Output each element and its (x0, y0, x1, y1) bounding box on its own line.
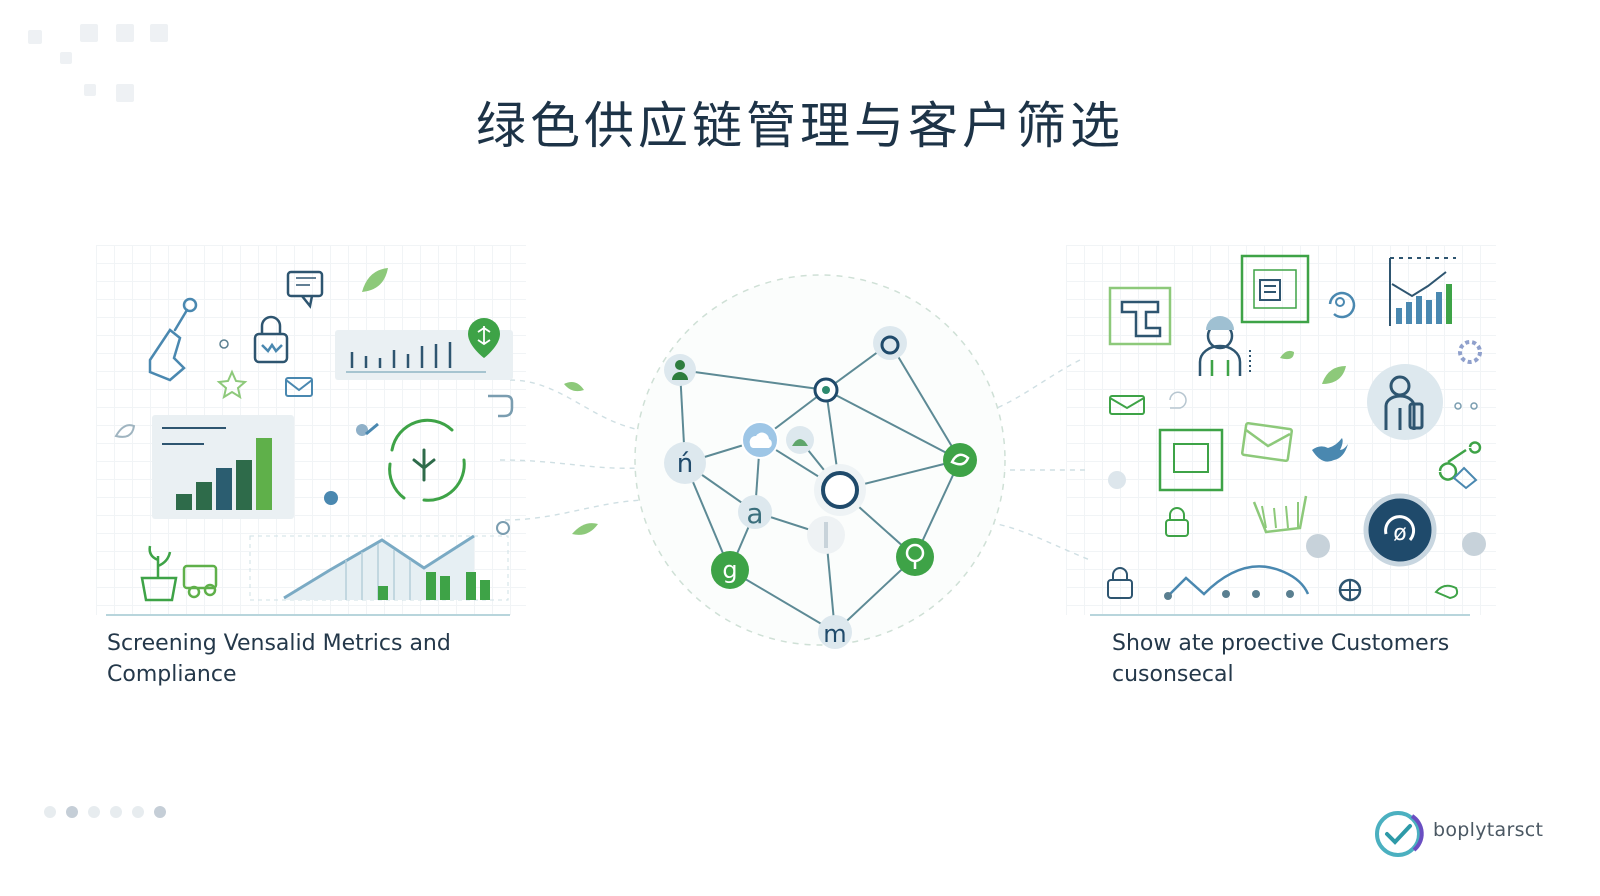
network-node (738, 495, 772, 529)
refresh-icon (1328, 291, 1356, 319)
pagination-dot[interactable] (44, 806, 56, 818)
leaf-icon (1322, 366, 1346, 384)
brand-check-icon (1375, 811, 1421, 857)
node-glyph: g (722, 556, 737, 584)
person-icon (675, 360, 685, 370)
chat-icon (286, 270, 324, 309)
corner-decoration (28, 24, 178, 114)
pagination-dot[interactable] (154, 806, 166, 818)
mail-icon (1241, 421, 1293, 463)
node-glyph: a (746, 497, 763, 530)
cart-icon (1252, 495, 1308, 534)
leaf-icon (362, 268, 388, 292)
trend-bars (1396, 284, 1452, 324)
right-illustration: ø (1107, 254, 1486, 602)
node-glyph: m (823, 620, 846, 648)
left-caption-line1: Screening Vensalid Metrics and (107, 631, 451, 656)
right-panel-divider (1090, 614, 1470, 616)
small-badge-icon (324, 491, 338, 505)
frame-icon (1108, 286, 1172, 346)
decor-square (116, 84, 134, 102)
frame-icon (1158, 428, 1224, 492)
area-chart-line (283, 534, 475, 600)
decor-square (116, 24, 134, 42)
hand-pointer-icon (148, 297, 198, 382)
network-node (818, 615, 852, 649)
left-caption: Screening Vensalid Metrics and Complianc… (107, 628, 527, 690)
star-icon (216, 369, 248, 400)
bird-icon (1312, 438, 1348, 462)
pagination-dots (44, 806, 166, 818)
left-caption-line2: Compliance (107, 662, 237, 687)
plant-icon (140, 545, 178, 602)
lock-icon (1107, 567, 1133, 599)
network-nodes: ń a g m (664, 326, 977, 649)
small-badge-icon (1108, 471, 1126, 489)
network-node (664, 442, 706, 484)
gear-icon (1462, 532, 1486, 556)
route-arc (1167, 565, 1310, 597)
node-glyph: ń (677, 449, 693, 479)
brand-name: boplytarsct (1433, 819, 1544, 841)
lock-icon (1165, 507, 1189, 537)
truck-icon (182, 564, 218, 599)
pagination-dot[interactable] (110, 806, 122, 818)
cloud-icon (749, 432, 772, 448)
meter-ticks (350, 342, 452, 368)
recycle-icon (388, 418, 466, 502)
decor-square (80, 24, 98, 42)
bar-chart-bars (176, 438, 272, 510)
flow-connectors (499, 359, 1091, 561)
decor-square (150, 24, 168, 42)
decor-square (60, 52, 72, 64)
customer-badge (1363, 493, 1437, 567)
brand-logo (1375, 811, 1424, 857)
decor-square (84, 84, 96, 96)
small-badge-icon (356, 424, 368, 436)
pagination-dot[interactable] (88, 806, 100, 818)
network-node (711, 551, 749, 589)
link-icon (1438, 441, 1482, 481)
mail-icon (1109, 395, 1145, 415)
left-panel-divider (106, 614, 510, 616)
right-caption-line1: Show ate proective Customers (1112, 631, 1450, 656)
leaf-node (943, 443, 977, 477)
network-node (896, 538, 934, 576)
lock-icon (253, 315, 289, 364)
left-illustration (114, 268, 598, 602)
worker-icon (1198, 316, 1242, 376)
pagination-dot-active[interactable] (66, 806, 78, 818)
document-frame-icon (1240, 254, 1310, 324)
mail-icon (285, 377, 313, 397)
gear-icon (1306, 534, 1330, 558)
right-caption-line2: cusonsecal (1112, 662, 1234, 687)
page-title: 绿色供应链管理与客户筛选 (476, 96, 1124, 155)
badge-glyph: ø (1393, 521, 1406, 546)
network-node (873, 326, 907, 360)
gear-icon (1458, 340, 1482, 364)
right-caption: Show ate proective Customers cusonsecal (1112, 628, 1532, 690)
pagination-dot[interactable] (132, 806, 144, 818)
hook-icon (488, 394, 514, 418)
customer-avatar (1367, 364, 1443, 440)
leaf-icon (950, 453, 970, 466)
decor-square (28, 30, 42, 44)
